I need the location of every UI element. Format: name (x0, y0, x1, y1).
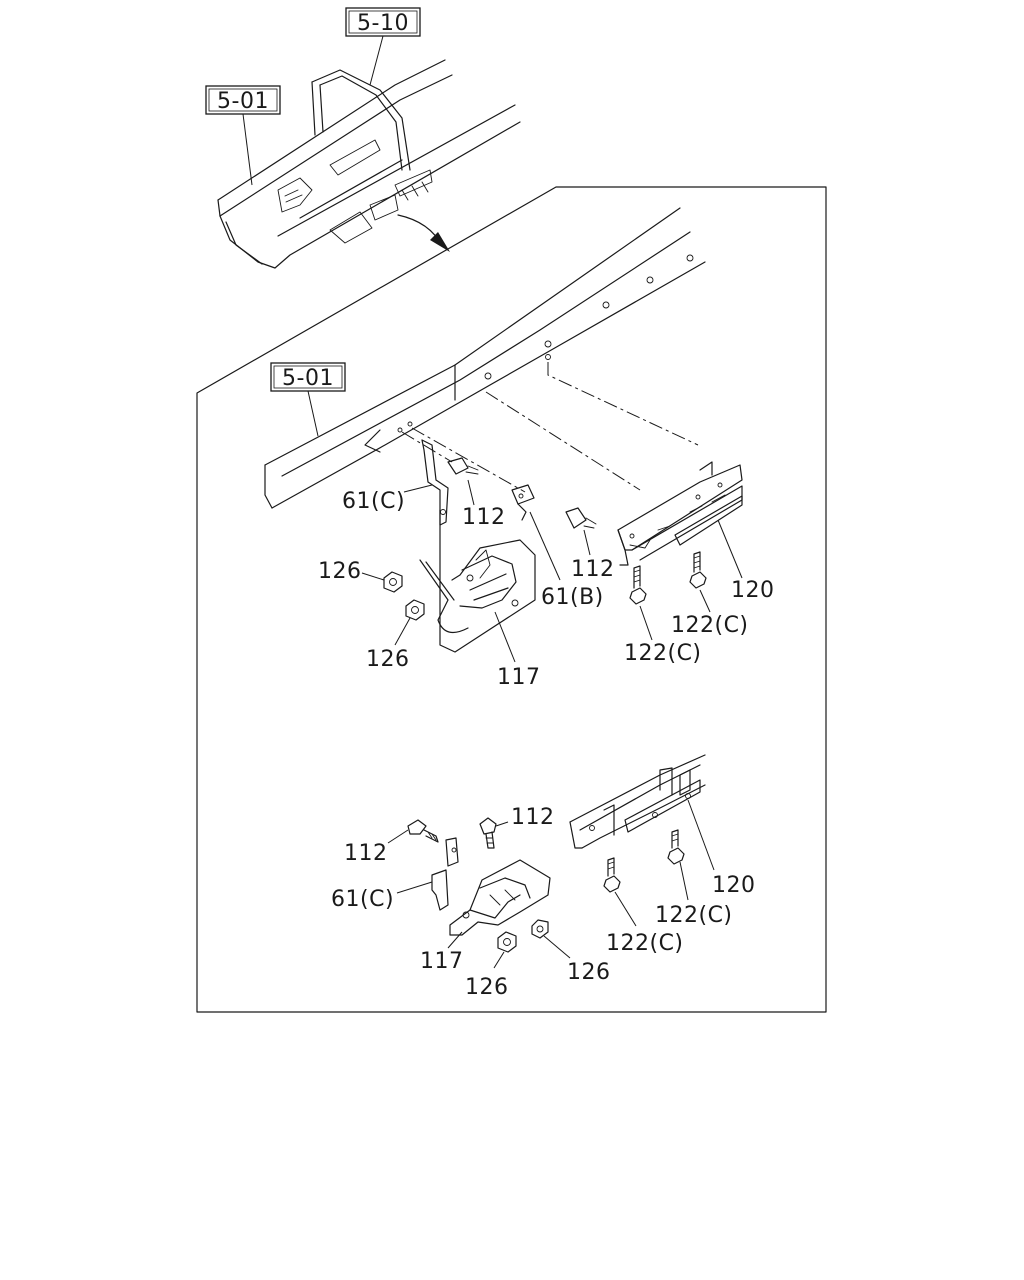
upper-view-labels: 61(C) 112 61(B) 112 126 126 117 120 122(… (318, 489, 775, 690)
label-126-lower-center[interactable]: 126 (465, 975, 509, 1000)
lower-view-labels: 112 112 61(C) 117 126 126 120 122(C) 122… (331, 805, 756, 1000)
lower-view-drawing (407, 754, 706, 953)
label-126-upper-a[interactable]: 126 (318, 559, 362, 584)
lower-view-leaders (387, 799, 715, 969)
label-122c-lower-b[interactable]: 122(C) (606, 931, 684, 956)
label-61b-upper[interactable]: 61(B) (541, 585, 604, 610)
label-112-lower-top[interactable]: 112 (511, 805, 555, 830)
ref-box-5-01-top[interactable]: 5-01 (205, 85, 281, 115)
leader-5-10 (369, 35, 384, 86)
label-112-upper-right[interactable]: 112 (571, 557, 615, 582)
label-122c-upper-b[interactable]: 122(C) (624, 641, 702, 666)
label-122c-lower-a[interactable]: 122(C) (655, 903, 733, 928)
ref-label-5-10: 5-10 (357, 11, 409, 36)
label-117-lower[interactable]: 117 (420, 949, 464, 974)
label-61c-upper[interactable]: 61(C) (342, 489, 405, 514)
leader-5-01-top (242, 113, 253, 186)
upper-view-leaders (361, 479, 743, 663)
label-112-upper-left[interactable]: 112 (462, 505, 506, 530)
ref-label-5-01-detail: 5-01 (282, 366, 334, 391)
detail-border (196, 186, 827, 1013)
leader-5-01-detail (307, 390, 319, 437)
upper-view-drawing (264, 207, 743, 653)
label-117-upper[interactable]: 117 (497, 665, 541, 690)
label-126-upper-b[interactable]: 126 (366, 647, 410, 672)
label-61c-lower[interactable]: 61(C) (331, 887, 394, 912)
ref-box-5-10[interactable]: 5-10 (345, 7, 421, 37)
label-126-lower-right[interactable]: 126 (567, 960, 611, 985)
label-120-upper[interactable]: 120 (731, 578, 775, 603)
label-120-lower[interactable]: 120 (712, 873, 756, 898)
ref-label-5-01-top: 5-01 (217, 89, 269, 114)
label-122c-upper-a[interactable]: 122(C) (671, 613, 749, 638)
label-112-lower-left[interactable]: 112 (344, 841, 388, 866)
ref-box-5-01-detail[interactable]: 5-01 (270, 362, 346, 392)
overview-frame-drawing (217, 59, 521, 269)
